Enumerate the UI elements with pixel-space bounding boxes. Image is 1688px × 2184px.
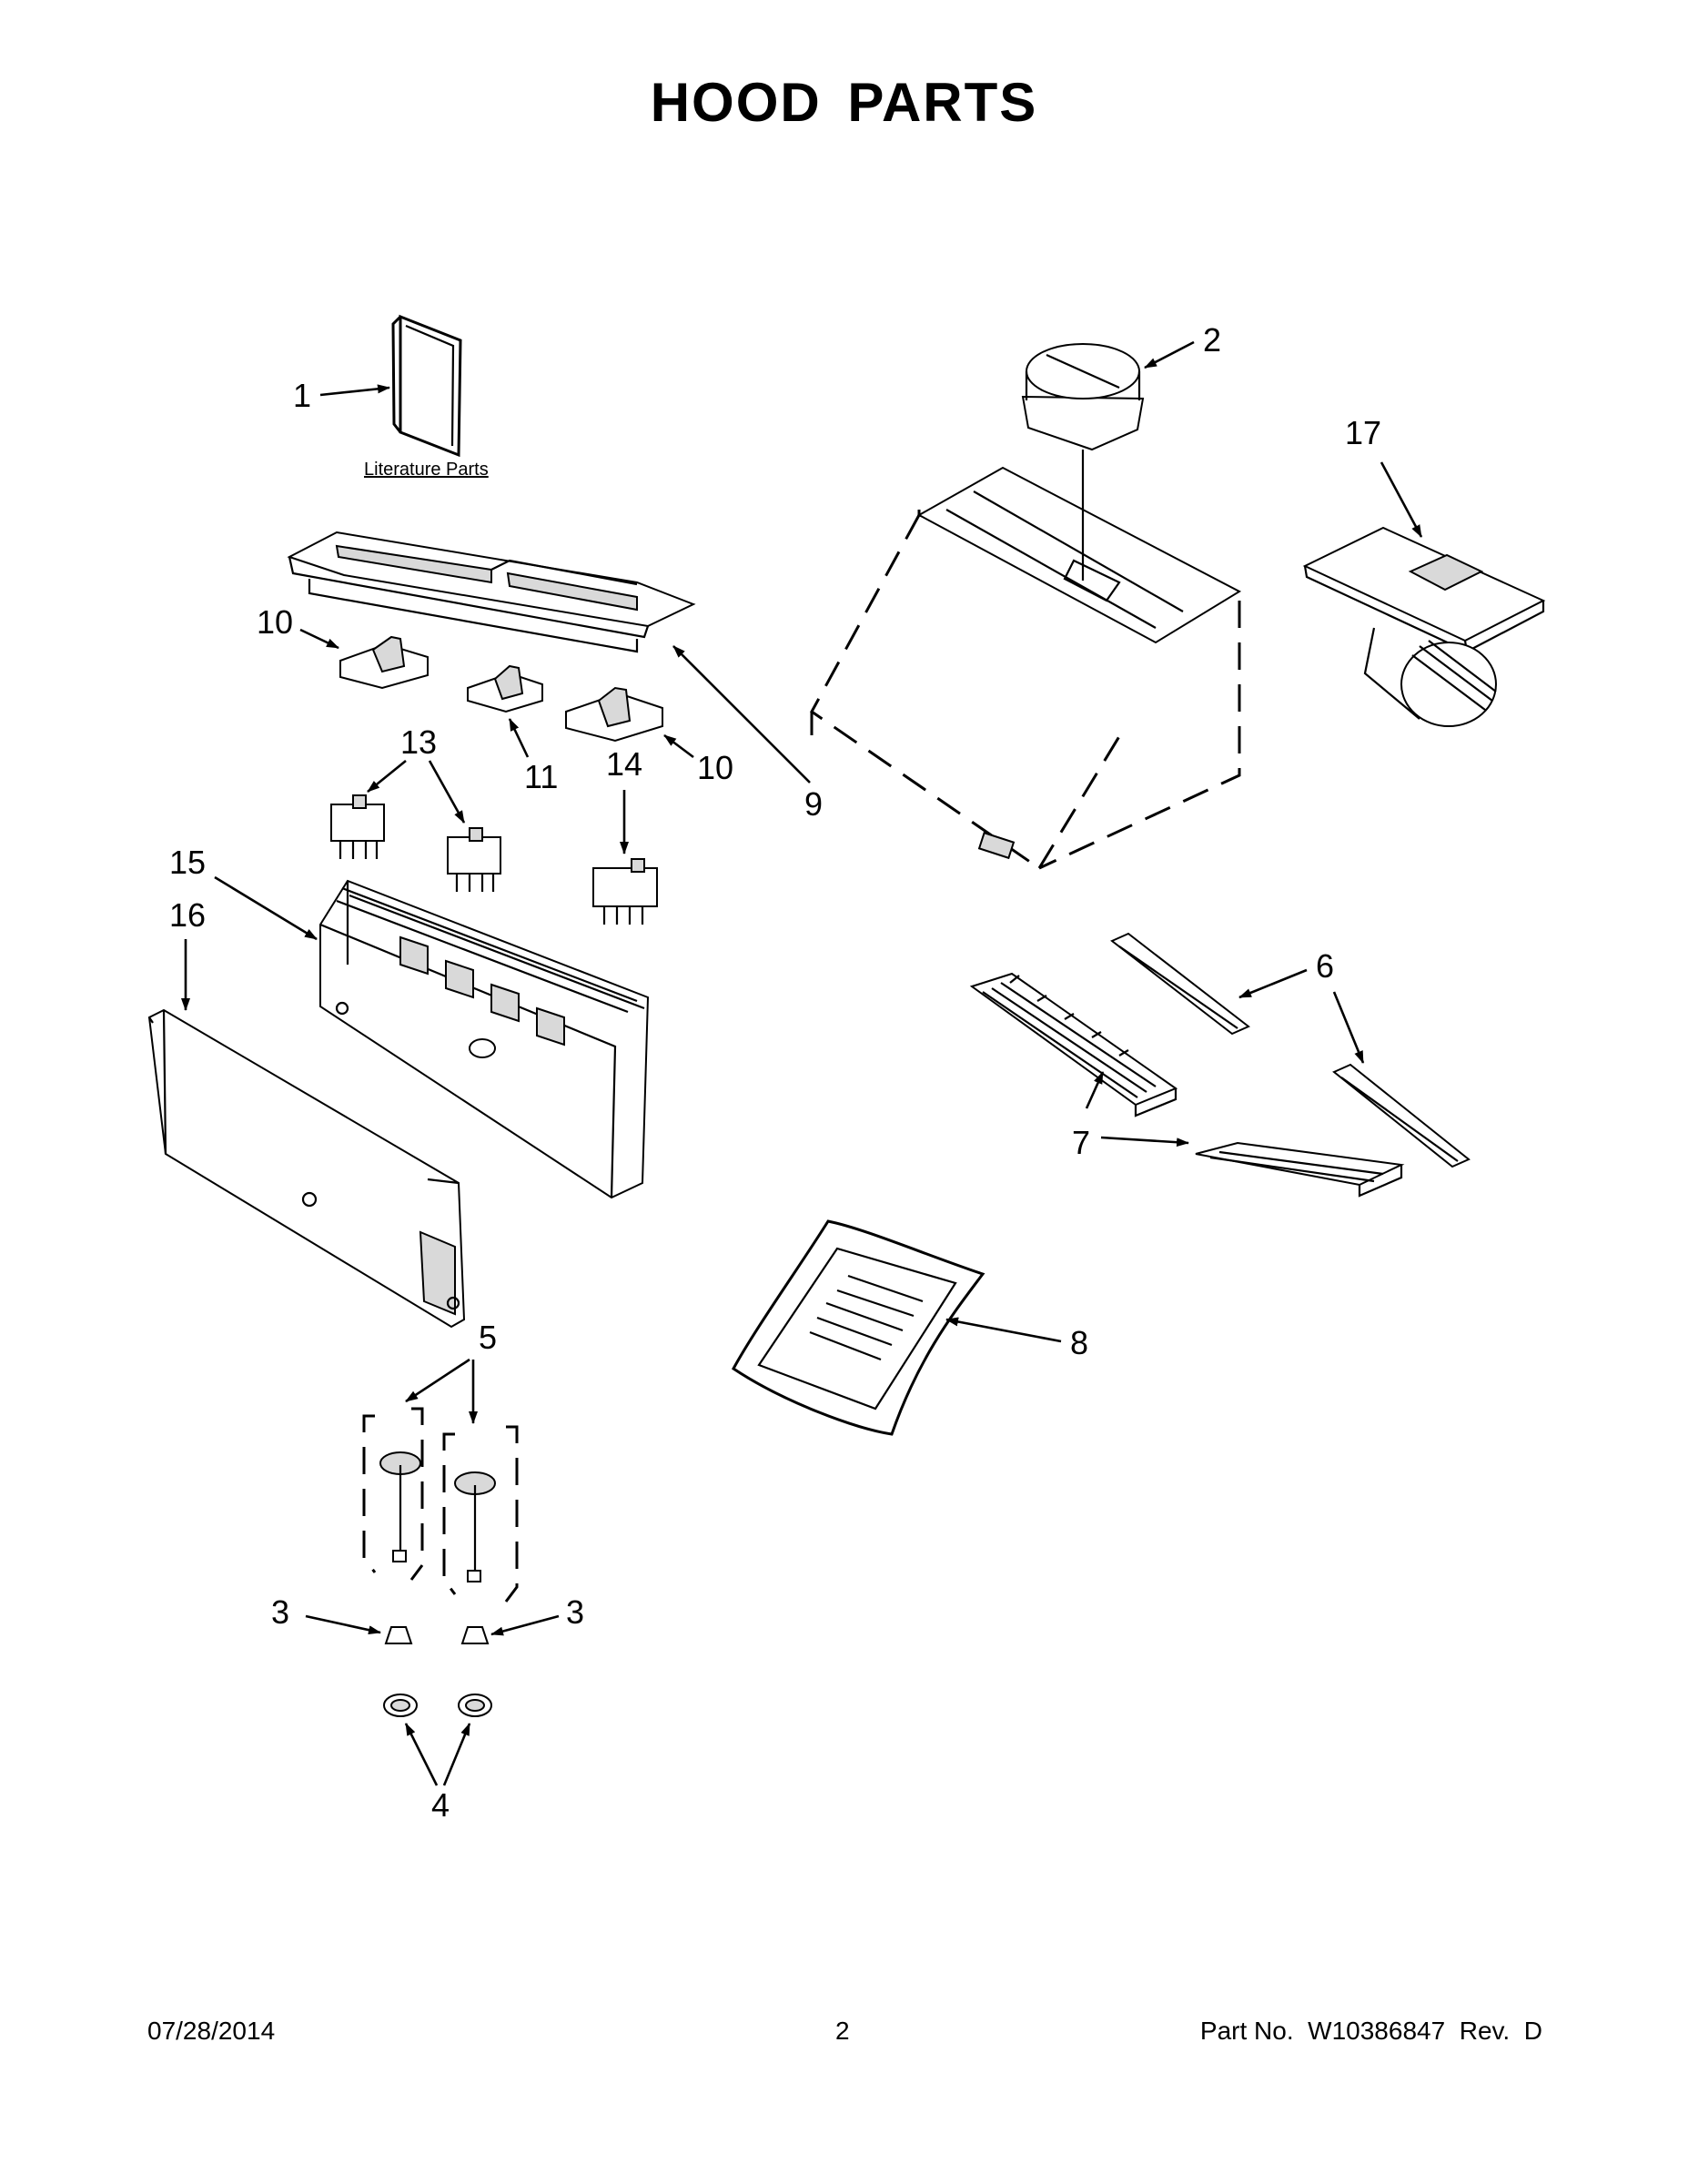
leader-arrow-8 xyxy=(945,1317,1062,1343)
callout-7-lower: 7 xyxy=(1072,1124,1090,1161)
part-2-damper xyxy=(1021,343,1145,581)
leader-arrow-10-right xyxy=(663,733,694,759)
leader-arrow-6a xyxy=(1238,968,1308,999)
leader-arrow-3-right xyxy=(490,1614,560,1636)
hood-body-outline xyxy=(810,466,1242,870)
callout-11: 11 xyxy=(524,758,558,795)
callout-15: 15 xyxy=(169,844,206,881)
literature-parts-caption: Literature Parts xyxy=(364,460,489,480)
part-13-switch-left xyxy=(330,794,385,859)
callout-3-left: 3 xyxy=(271,1593,289,1631)
part-15-control-housing xyxy=(319,879,650,1199)
leader-arrow-1 xyxy=(319,384,390,397)
page-title: HOOD PARTS xyxy=(650,72,1038,133)
part-16-front-panel xyxy=(147,1008,466,1329)
callout-13: 13 xyxy=(400,723,437,761)
footer-date: 07/28/2014 xyxy=(147,2017,276,2045)
callout-10-left: 10 xyxy=(257,603,293,641)
part-14-switch xyxy=(592,858,658,925)
leader-arrow-9 xyxy=(672,645,811,784)
part-9-control-panel-top xyxy=(287,531,696,653)
part-13-switch-right xyxy=(447,827,501,892)
leader-arrow-4b xyxy=(442,1723,471,1786)
part-7-grease-filters xyxy=(969,972,1405,1198)
leader-arrow-3-left xyxy=(305,1614,381,1635)
callout-14: 14 xyxy=(606,745,642,783)
leader-arrow-6b xyxy=(1332,991,1365,1064)
part-1-literature-booklet xyxy=(391,314,462,458)
part-5-light-socket-left xyxy=(362,1407,424,1581)
callout-5: 5 xyxy=(479,1319,497,1356)
part-11-knob-center xyxy=(467,664,543,713)
footer-page-number: 2 xyxy=(835,2017,850,2045)
callout-8: 8 xyxy=(1070,1324,1088,1361)
part-10-knob-right xyxy=(565,686,663,743)
part-10-knob-left xyxy=(339,635,429,690)
leader-arrow-10-left xyxy=(299,628,339,650)
part-17-blower xyxy=(1302,526,1546,727)
callout-16: 16 xyxy=(169,896,206,934)
part-8-parts-bag xyxy=(732,1219,986,1436)
callout-3-right: 3 xyxy=(566,1593,584,1631)
leader-arrow-11 xyxy=(508,718,530,758)
leader-arrow-17 xyxy=(1380,461,1423,538)
part-6-filter-channels xyxy=(1110,932,1471,1168)
leader-arrow-5a xyxy=(405,1358,470,1403)
leader-arrow-15 xyxy=(214,875,318,941)
part-3-bulbs xyxy=(384,1626,490,1644)
callout-9: 9 xyxy=(804,785,823,823)
leader-arrow-13b xyxy=(428,760,466,824)
leader-arrow-13a xyxy=(367,759,407,794)
callout-10-right: 10 xyxy=(697,749,733,786)
leader-arrow-7a xyxy=(1085,1071,1105,1109)
leader-arrow-4a xyxy=(404,1723,439,1786)
callout-4: 4 xyxy=(431,1786,450,1824)
leader-arrow-2 xyxy=(1144,340,1195,369)
leader-arrow-7b xyxy=(1100,1136,1189,1148)
part-5-light-socket-right xyxy=(442,1425,519,1603)
callout-2: 2 xyxy=(1203,321,1221,359)
callout-6: 6 xyxy=(1316,947,1334,985)
part-4-lens-rings xyxy=(383,1694,492,1717)
footer-part-number: Part No. W10386847 Rev. D xyxy=(1199,2017,1542,2045)
callout-1: 1 xyxy=(293,377,311,414)
callout-17: 17 xyxy=(1345,414,1381,451)
